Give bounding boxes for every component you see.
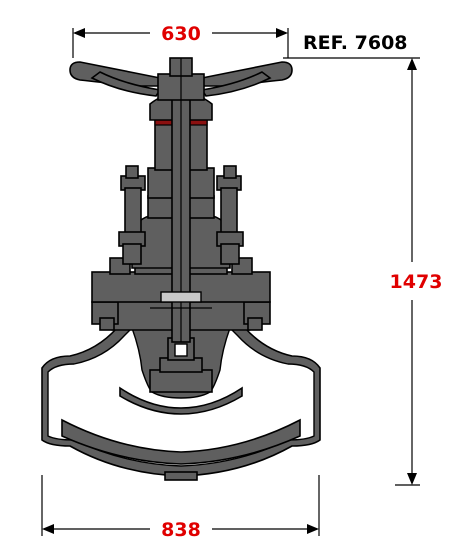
dimension-face-to-face: 838 [41,475,320,541]
valve-body [41,311,321,481]
valve-disc [149,337,213,393]
dimension-handwheel-width: 630 [72,23,289,58]
dimension-overall-height: 1473 [283,57,443,486]
reference-label: REF. 7608 [303,32,408,54]
stem [150,61,212,343]
dimension-label-face-to-face: 838 [161,519,201,541]
yoke-studs-right [216,165,244,265]
dimension-label-handwheel: 630 [161,23,201,45]
dimension-label-height: 1473 [390,271,443,293]
handwheel[interactable] [69,57,293,101]
yoke-studs-left [118,165,146,265]
